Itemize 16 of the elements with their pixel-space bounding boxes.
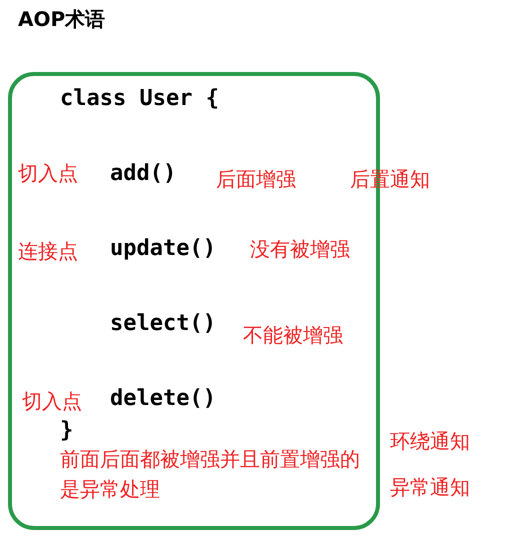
code-line: } [60,418,74,443]
annotation-text: 切入点 [18,160,78,187]
annotation-text: 没有被增强 [250,236,350,263]
annotation-text: 后面增强 [216,166,296,193]
annotation-text: 不能被增强 [243,322,343,349]
code-line: update() [110,236,216,261]
note-text: 前面后面都被增强并且前置增强的是异常处理 [60,446,361,503]
annotation-text: 环绕通知 [390,428,470,455]
code-line: add() [110,161,176,186]
code-line: select() [110,311,216,336]
title: AOP术语 [18,6,106,33]
annotation-text: 连接点 [18,238,78,265]
annotation-text: 异常通知 [390,474,470,501]
code-line: delete() [110,386,216,411]
annotation-text: 切入点 [22,388,82,415]
code-line: class User { [60,86,219,111]
